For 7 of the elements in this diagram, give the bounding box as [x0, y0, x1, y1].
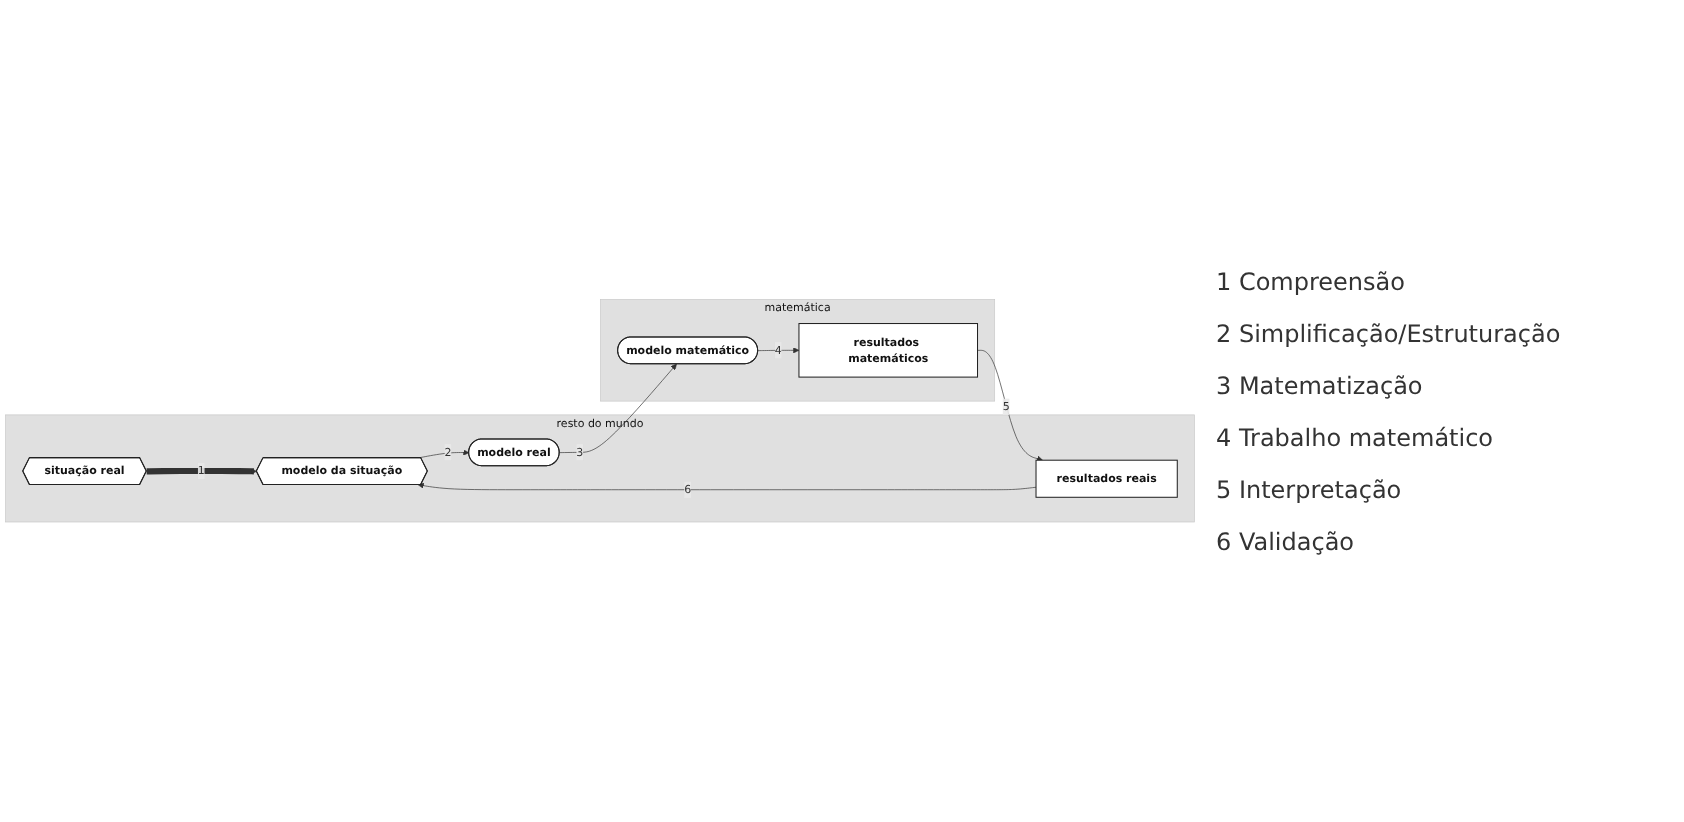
legend-text: 1 Compreensão	[1216, 267, 1407, 295]
legend-text: 6 Validação	[1216, 527, 1357, 555]
arrow	[146, 468, 257, 475]
legend-text: 3 Matematização	[1216, 371, 1425, 399]
legend-text: 5 Interpretação	[1216, 475, 1404, 503]
legend-text: 2 Simplificação/Estruturação	[1216, 319, 1563, 347]
legend-text: 4 Trabalho matemático	[1216, 423, 1496, 451]
